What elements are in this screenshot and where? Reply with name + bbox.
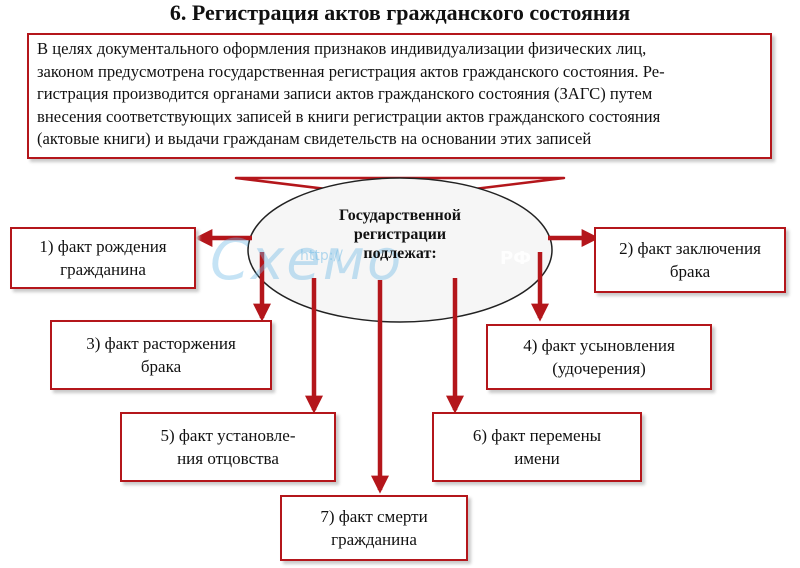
intro-line: (актовые книги) и выдачи гражданам свиде… [37, 129, 592, 148]
fact-label: гражданина [60, 260, 146, 279]
center-line: регистрации [353, 226, 447, 243]
fact-box-paternity: 5) факт установле- ния отцовства [120, 412, 336, 482]
intro-line: В целях документального оформления призн… [37, 39, 647, 58]
watermark-suffix: РФ [500, 248, 532, 269]
fact-label: 4) факт усыновления [523, 336, 675, 355]
fact-box-adoption: 4) факт усыновления (удочерения) [486, 324, 712, 390]
fact-label: 7) факт смерти [320, 507, 428, 526]
page-title: 6. Регистрация актов гражданского состоя… [169, 0, 631, 25]
center-line: подлежат: [363, 245, 437, 262]
fact-label: (удочерения) [552, 359, 646, 378]
fact-label: 5) факт установле- [160, 426, 296, 445]
watermark-text: Схемо [210, 228, 404, 293]
fact-box-marriage: 2) факт заключения брака [594, 227, 786, 293]
intro-line: внесения соответствующих записей в книги… [37, 106, 661, 126]
fact-box-birth: 1) факт рождения гражданина [10, 227, 196, 289]
intro-line: гистрация производится органами записи а… [37, 84, 653, 103]
watermark-url: http:// [300, 248, 343, 264]
fact-label: ния отцовства [177, 449, 279, 468]
intro-text-box: В целях документального оформления призн… [27, 33, 772, 159]
intro-line: законом предусмотрена государственная ре… [37, 61, 665, 81]
center-ellipse [247, 177, 553, 323]
fact-box-divorce: 3) факт расторжения брака [50, 320, 272, 390]
fact-label: гражданина [331, 530, 417, 549]
fact-label: 3) факт расторжения [86, 334, 236, 353]
fact-box-death: 7) факт смерти гражданина [280, 495, 468, 561]
fact-label: 1) факт рождения [39, 237, 167, 256]
fact-label: 6) факт перемены [472, 426, 602, 445]
fact-label: имени [514, 449, 560, 468]
fact-box-name-change: 6) факт перемены имени [432, 412, 642, 482]
center-ellipse-text: Государственной регистрации подлежат: [300, 206, 500, 263]
center-line: Государственной [338, 207, 461, 224]
fact-label: 2) факт заключения [619, 239, 761, 258]
fact-label: брака [140, 357, 182, 376]
fact-label: брака [669, 262, 711, 281]
